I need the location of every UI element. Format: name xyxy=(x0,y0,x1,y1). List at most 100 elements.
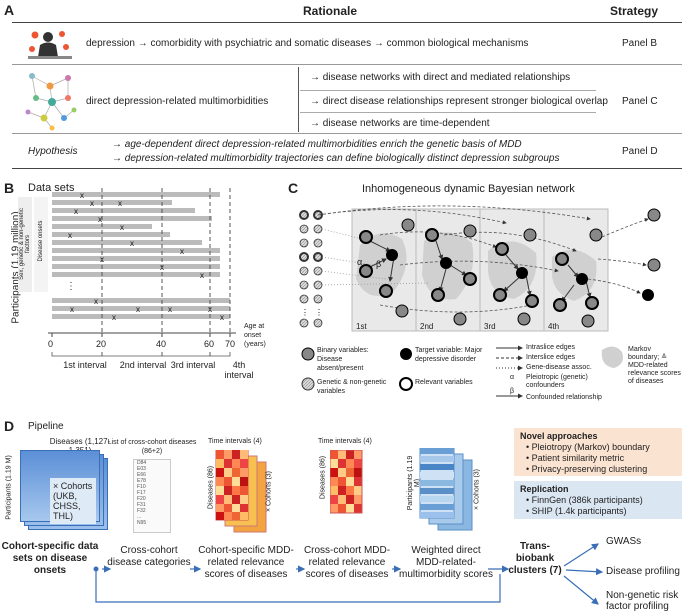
mdd-node xyxy=(516,267,528,279)
disease-node xyxy=(359,230,373,244)
participant-bar xyxy=(52,192,220,197)
code: ... xyxy=(137,514,142,520)
svg-text:x: x xyxy=(90,199,94,208)
step-label-6: Trans-biobank clusters (7) xyxy=(508,541,562,576)
participants-label: Participants (1.19 M) xyxy=(5,455,13,520)
legend-markov: Markov boundary; ≙ MDD-related relevance… xyxy=(628,346,681,385)
factors-column xyxy=(18,197,32,292)
output-disease-profiling: Disease profiling xyxy=(606,566,680,577)
heatmap-grid xyxy=(215,450,249,521)
disease-node xyxy=(359,264,373,278)
legend-confounded: Confounded relationship xyxy=(526,394,602,401)
novel-item-1-text: Pleiotropy (Markov) boundary xyxy=(531,442,650,452)
participant-bar xyxy=(52,232,170,237)
output-risk-factor: Non-genetic risk factor profiling xyxy=(606,590,679,612)
disease-node xyxy=(525,294,539,308)
list-title: List of cross-cohort diseases (86+2) xyxy=(107,439,197,455)
legend-icons xyxy=(301,345,623,399)
panel-b-title: Data sets xyxy=(28,182,75,194)
output-gwas: GWASs xyxy=(606,536,642,547)
novel-item-1: • Pleiotropy (Markov) boundary xyxy=(526,442,650,452)
legend-intraslice: Intraslice edges xyxy=(526,344,576,351)
disease-node xyxy=(453,312,467,326)
disease-node xyxy=(463,224,477,238)
svg-text:⋮: ⋮ xyxy=(66,281,76,292)
disease-node xyxy=(463,272,477,286)
code: E03 xyxy=(137,466,146,472)
panel-a-letter: A xyxy=(4,2,15,18)
svg-text:x: x xyxy=(98,215,102,224)
panel-a-top-rule xyxy=(12,22,682,23)
disease-node xyxy=(555,252,569,266)
novel-item-3-text: Privacy-preserving clustering xyxy=(531,464,648,474)
relevant-variable-icon xyxy=(399,377,413,391)
panel-b-letter: B xyxy=(4,180,15,196)
svg-text:x: x xyxy=(168,305,172,314)
step-label-3: Cohort-specific MDD-related relevance sc… xyxy=(198,545,294,580)
disease-node xyxy=(585,296,599,310)
svg-text:x: x xyxy=(220,313,224,322)
disease-node xyxy=(431,288,445,302)
disease-node xyxy=(581,314,595,328)
row3-strategy: Panel D xyxy=(622,146,658,157)
disease-node xyxy=(425,228,439,242)
time-intervals-label-2: Time intervals (4) xyxy=(318,438,372,445)
rationale-header: Rationale xyxy=(302,4,357,18)
interval-1: 1st interval xyxy=(63,360,107,370)
step-label-1: Cohort-specific data sets on disease ons… xyxy=(1,541,99,576)
disease-node xyxy=(647,258,661,272)
participant-bar xyxy=(52,240,202,245)
cohorts3-label-2: × Cohorts (3) xyxy=(473,468,481,511)
code: F20 xyxy=(137,496,146,502)
binary-variable-icon xyxy=(301,347,315,361)
svg-text:x: x xyxy=(94,297,98,306)
mdd-node xyxy=(576,273,588,285)
novel-title: Novel approaches xyxy=(520,431,598,441)
panel-c-title: Inhomogeneous dynamic Bayesian network xyxy=(362,183,575,195)
disease-node xyxy=(553,298,567,312)
participant-bar xyxy=(52,200,172,205)
row2-sub-rule-1 xyxy=(300,90,596,91)
disease-list-box xyxy=(133,459,171,533)
slice-label-3: 3rd xyxy=(484,322,496,331)
participant-bar xyxy=(52,298,230,303)
legend-pleiotropic: Pleiotropic (genetic) confounders xyxy=(526,374,588,389)
participant-bar xyxy=(52,208,195,213)
hypothesis-line-2: → depression-related multimorbidity traj… xyxy=(112,153,560,164)
participant-bar xyxy=(52,264,220,269)
disease-node xyxy=(523,228,537,242)
svg-text:x: x xyxy=(70,305,74,314)
legend-alpha: α xyxy=(510,374,515,381)
timeline-chart: xxx xxx xxx xxx xxx xxx x ⋮ xyxy=(48,188,236,357)
legend-relevant: Relevant variables xyxy=(415,379,473,386)
svg-text:⋮: ⋮ xyxy=(315,308,323,317)
legend-genetic: Genetic & non-genetic variables xyxy=(317,379,387,395)
row1-rule xyxy=(12,64,682,65)
slice-label-4: 4th xyxy=(548,322,560,331)
axis-label: Age at onset (years) xyxy=(244,323,266,348)
time-intervals-label-1: Time intervals (4) xyxy=(208,438,262,445)
legend-binary: Binary variables: Disease absent/present xyxy=(317,347,369,372)
code: D84 xyxy=(137,460,147,466)
replication-item-2: • SHIP (1.4k participants) xyxy=(526,506,627,516)
replication-item-1: • FinnGen (386k participants) xyxy=(526,495,643,505)
disease-list-codes: D84 E03 E66 E78 F10 F17 F20 F31 F32 ... … xyxy=(137,460,146,526)
target-variable-icon xyxy=(400,348,412,360)
row2-item-2: → direct disease relationships represent… xyxy=(310,96,608,107)
interval-4: 4th interval xyxy=(224,360,254,380)
replication-title: Replication xyxy=(520,484,569,494)
svg-text:x: x xyxy=(112,313,116,322)
row2-main: direct depression-related multimorbiditi… xyxy=(86,96,269,107)
tick-60: 60 xyxy=(204,339,215,349)
mdd-node xyxy=(440,257,452,269)
disease-node xyxy=(517,312,531,326)
svg-text:x: x xyxy=(200,271,204,280)
code: F17 xyxy=(137,490,146,496)
disease-node xyxy=(401,218,415,232)
beta-label: β xyxy=(376,259,382,269)
weighted-scores-heatmap xyxy=(419,448,473,531)
svg-text:x: x xyxy=(180,247,184,256)
alpha-label: α xyxy=(357,257,363,267)
genetic-variable-icon xyxy=(301,377,315,391)
row2-divider xyxy=(298,67,299,132)
